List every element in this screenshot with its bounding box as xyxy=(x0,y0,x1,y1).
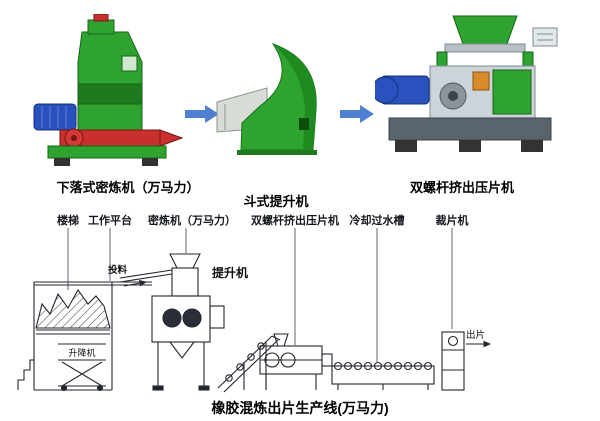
bucket-elevator-incline xyxy=(217,335,281,393)
extruder-unit xyxy=(259,333,333,390)
material-pile xyxy=(35,288,111,329)
callout-cutter: 裁片机 xyxy=(435,215,469,227)
machine-label-bucket-elevator: 斗式提升机 xyxy=(243,194,309,209)
feed-conveyor xyxy=(119,269,173,287)
stairs xyxy=(17,359,34,390)
callout-extruder: 双螺杆挤出压片机 xyxy=(251,215,339,227)
production-line-schematic: 投料 提升机 升降机 出片 xyxy=(17,228,492,393)
internal-mixer-image xyxy=(33,14,184,166)
callout-cooling-tank: 冷却过水槽 xyxy=(349,215,405,227)
scissor-lift xyxy=(58,343,106,392)
twin-screw-extruder-image xyxy=(375,15,558,152)
mixer-tower xyxy=(151,253,225,391)
callout-platform: 工作平台 xyxy=(88,215,132,227)
page-caption: 橡胶混炼出片生产线(万马力) xyxy=(211,400,389,416)
callout-stairs: 楼梯 xyxy=(57,215,79,227)
machine-label-internal-mixer: 下落式密炼机（万马力） xyxy=(56,180,200,195)
callout-mixer: 密炼机（万马力） xyxy=(148,215,236,227)
cooling-tank xyxy=(331,361,435,390)
bucket-elevator-image xyxy=(216,43,317,155)
work-platform xyxy=(33,281,152,391)
label-output: 出片 xyxy=(466,329,485,341)
arrow-right-icon xyxy=(185,105,219,123)
arrow-right-icon xyxy=(340,105,374,123)
machine-label-twin-screw-extruder: 双螺杆挤出压片机 xyxy=(409,180,515,195)
label-feeding: 投料 xyxy=(108,264,128,276)
label-elevator: 提升机 xyxy=(212,265,248,280)
callout-leader-lines xyxy=(67,228,453,362)
cutting-machine xyxy=(441,331,492,391)
label-lift: 升降机 xyxy=(68,347,95,358)
